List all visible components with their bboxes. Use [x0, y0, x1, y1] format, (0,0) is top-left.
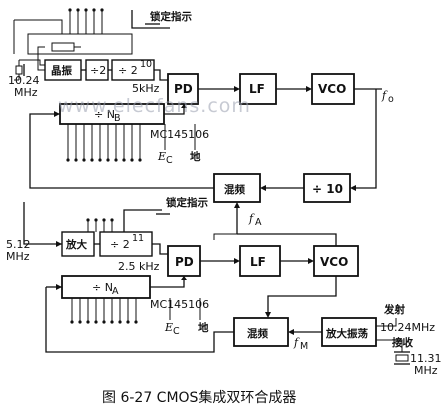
rx-crystal-symbol: [395, 354, 409, 362]
upper-ec-label: E: [157, 150, 166, 163]
lower-ground-label: 地: [198, 321, 209, 334]
upper-mixer-label: 混频: [224, 183, 245, 196]
tx-label: 发射: [383, 303, 405, 316]
upper-crystal-osc-label: 晶振: [51, 64, 72, 77]
lower-loop: 锁定指示 5.12 MHz 放大 ÷ 2 11 2.5 kHz PD: [6, 196, 442, 377]
lower-vco-label: VCO: [320, 255, 348, 269]
upper-ground-label: 地: [190, 150, 201, 163]
upper-ref-freq: 5kHz: [132, 82, 160, 95]
rx-freq-1: 11.31: [410, 352, 442, 365]
upper-xtal-freq-2: MHz: [14, 86, 38, 99]
fm-sub: M: [300, 341, 308, 352]
tx-freq: 10.24MHz: [380, 321, 435, 334]
lower-in-freq-2: MHz: [6, 250, 30, 263]
fa-feed-wire: [237, 233, 337, 246]
upper-fo-label: f: [381, 89, 388, 102]
upper-vco-block: [311, 73, 355, 105]
upper-lock-indicator-label: 锁定指示: [150, 10, 192, 23]
upper-ec-sub: C: [166, 155, 173, 166]
upper-div2-10-exponent: 10: [140, 59, 152, 70]
lower-ec-label: E: [164, 321, 173, 334]
amp-osc-block: [321, 317, 377, 347]
crystal-symbol: [15, 65, 23, 75]
watermark: www.elecfans.com: [58, 95, 251, 117]
lower-pd-label: PD: [175, 255, 194, 269]
div10-block: [303, 173, 351, 203]
upper-chip-top-bracket: [27, 33, 133, 55]
rx-freq-2: MHz: [414, 364, 438, 377]
upper-pd-label: PD: [174, 82, 193, 96]
upper-resistor-symbol: [51, 42, 75, 52]
lower-div-na-label: ÷ N: [92, 281, 113, 294]
div10-label: ÷ 10: [312, 182, 343, 196]
upper-lf-block: [239, 73, 277, 105]
upper-chip-label: MC145106: [150, 128, 209, 141]
upper-div2-label: ÷2: [90, 64, 106, 77]
upper-mixer-output-wire: [29, 113, 214, 189]
upper-loop: 锁定指示 晶振 10.24 MHz ÷2 ÷ 2 10 5kHz PD: [8, 8, 394, 191]
fa-sub: A: [255, 217, 262, 228]
fm-label: f: [293, 336, 300, 349]
lower-mixer-output-wire: [45, 287, 234, 353]
rx-label: 接收: [392, 336, 413, 349]
upper-top-pins: [68, 8, 104, 34]
lower-div-na-sub: A: [112, 286, 119, 297]
lower-ref-input-wire: [23, 202, 62, 245]
lower-chip-label: MC145106: [150, 298, 209, 311]
lower-mixer-label: 混频: [247, 327, 268, 340]
lower-top-pins: [86, 218, 114, 232]
upper-vco-label: VCO: [318, 82, 346, 96]
middle-section: ÷ 10 混频 f A: [29, 113, 351, 234]
upper-div-nb-label: ÷ N: [94, 108, 115, 121]
upper-div2-10-label: ÷ 2: [118, 64, 138, 77]
lower-vco-block: [313, 245, 359, 277]
figure-caption: 图 6-27 CMOS集成双环合成器: [102, 389, 296, 406]
upper-xtal-freq-1: 10.24: [8, 74, 40, 87]
upper-lock-indicator-line: [131, 10, 170, 29]
upper-programming-pins: [66, 124, 142, 162]
upper-fo-sub: o: [388, 94, 394, 105]
amp-osc-label: 放大振荡: [325, 327, 368, 340]
fa-label: f: [248, 212, 255, 225]
upper-div-nb-sub: B: [114, 113, 121, 124]
lower-mixer-block: [233, 317, 289, 347]
lower-lock-indicator-label: 锁定指示: [166, 196, 208, 209]
lower-programming-pins: [70, 298, 138, 324]
lower-div2-11-label: ÷ 2: [110, 238, 130, 251]
upper-lf-label: LF: [249, 82, 265, 96]
lower-lf-label: LF: [250, 255, 266, 269]
lower-div2-11-exponent: 11: [132, 233, 144, 244]
lower-ref-freq: 2.5 kHz: [118, 260, 160, 273]
lower-amp-label: 放大: [65, 238, 87, 251]
lower-ec-sub: C: [173, 326, 180, 337]
upper-fo-feedback-wire: [356, 89, 377, 189]
